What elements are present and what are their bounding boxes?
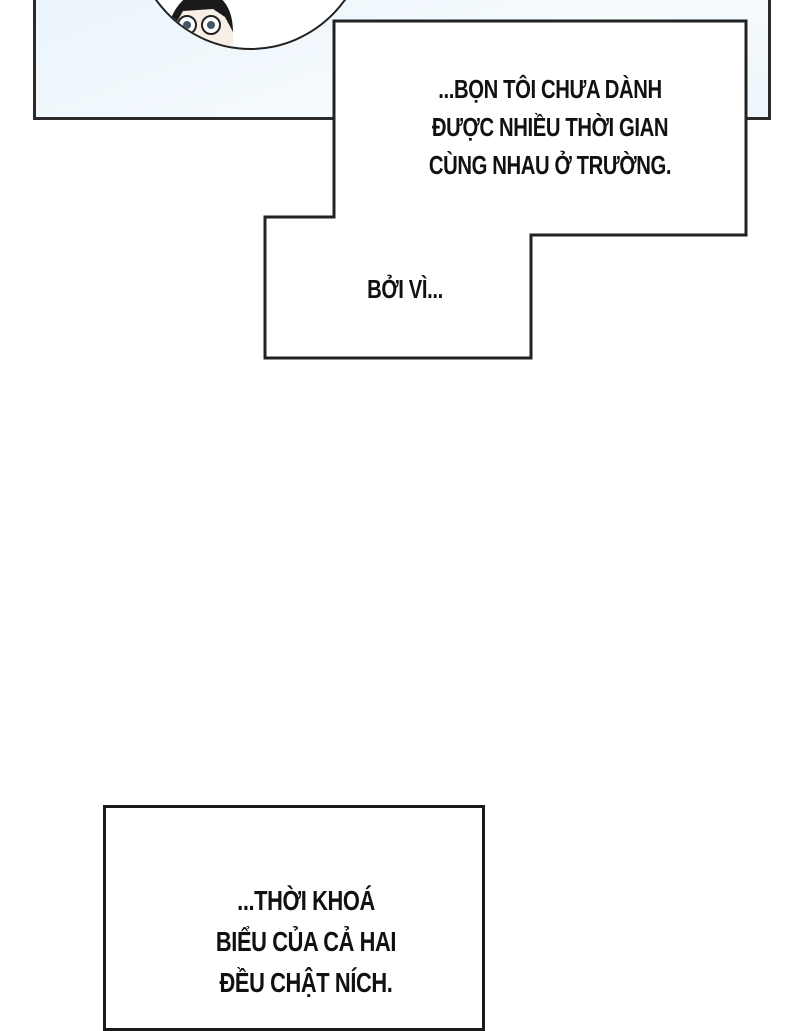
caption-box-1: ...BỌN TÔI CHƯA DÀNH ĐƯỢC NHIỀU THỜI GIA… — [417, 70, 682, 184]
caption-box-2: BỞI VÌ... — [367, 274, 443, 304]
character-face-icon — [163, 0, 233, 48]
caption-line: BIỂU CỦA CẢ HAI — [215, 926, 397, 957]
caption-box-3: ...THỜI KHOÁ BIỂU CỦA CẢ HAI ĐỀU CHẬT NÍ… — [103, 805, 485, 1031]
caption-line: ...BỌN TÔI CHƯA DÀNH — [438, 74, 662, 104]
caption-box-outline — [263, 19, 748, 360]
caption-line: CÙNG NHAU Ở TRƯỜNG. — [428, 150, 672, 180]
caption-line: ĐƯỢC NHIỀU THỜI GIAN — [431, 112, 669, 142]
caption-text: ...THỜI KHOÁ BIỂU CỦA CẢ HAI ĐỀU CHẬT NÍ… — [212, 880, 399, 1003]
caption-line: ĐỀU CHẬT NÍCH. — [219, 967, 393, 998]
caption-line: ...THỜI KHOÁ — [237, 885, 375, 916]
